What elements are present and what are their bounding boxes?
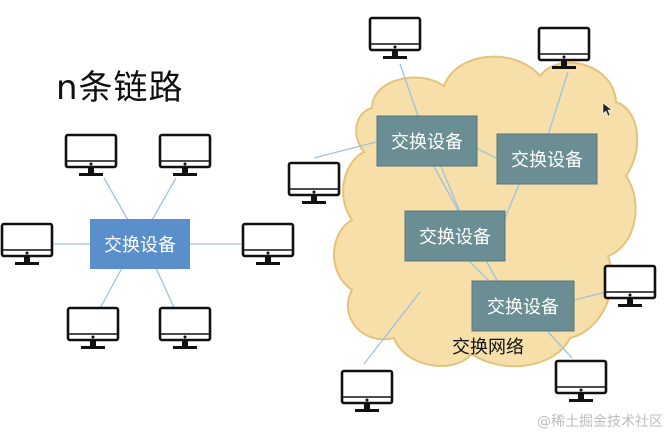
monitor-icon (340, 369, 394, 414)
watermark: @稀土掘金技术社区 (537, 414, 663, 430)
monitor-icon (158, 133, 212, 178)
cloud-network-links (313, 63, 607, 365)
cursor-icon (602, 102, 613, 117)
switch-box-center (404, 210, 506, 262)
switch-box-left (90, 219, 190, 269)
monitor-icon (603, 264, 657, 309)
monitor-icon (287, 161, 341, 206)
page-title: n条链路 (56, 68, 184, 108)
monitor-icon (0, 222, 54, 267)
monitor-icon (66, 306, 120, 351)
switching-network-label: 交换网络 (452, 337, 524, 358)
monitor-icon (368, 16, 422, 61)
switch-box-top-right (496, 133, 598, 185)
monitor-icon (537, 26, 591, 71)
monitor-icon (554, 359, 608, 404)
switch-box-bottom (471, 280, 575, 332)
switch-box-top-left (376, 115, 478, 167)
monitor-icon (64, 133, 118, 178)
monitor-icon (158, 306, 212, 351)
left-star-links (54, 177, 241, 313)
monitor-icon (241, 222, 295, 267)
